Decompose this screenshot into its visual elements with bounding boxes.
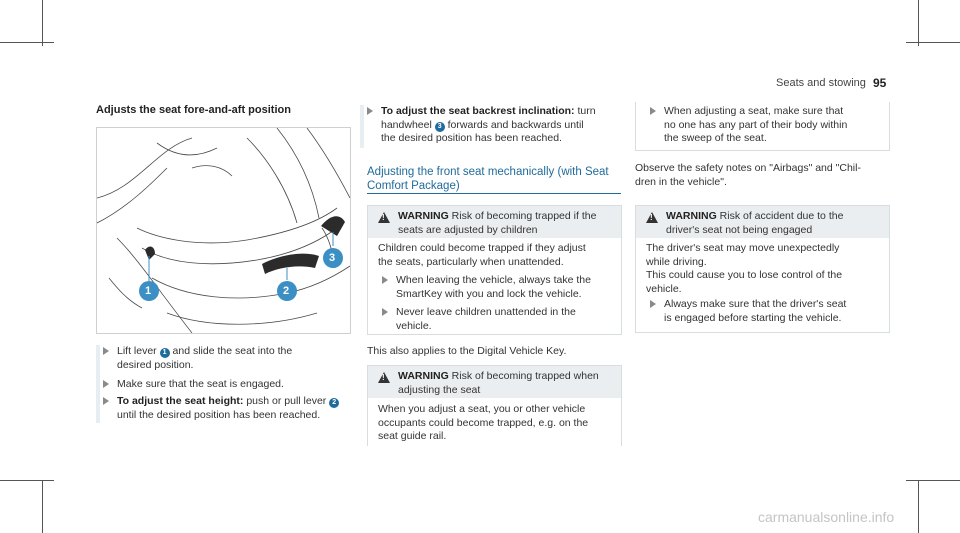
warning-label: WARNING	[398, 370, 449, 382]
running-header-section: Seats and stowing	[776, 77, 866, 89]
warning-body: When you adjust a seat, you or other veh…	[378, 403, 589, 442]
instruction-step: Lift lever 1 and slide the seat into the…	[103, 345, 343, 373]
crop-mark	[918, 480, 919, 533]
warning-header: WARNING Risk of becoming trapped when ad…	[368, 366, 621, 398]
warning-step: When leaving the vehicle, always take th…	[382, 274, 612, 302]
callout-1: 1	[145, 285, 152, 297]
callout-badge: 3	[434, 121, 445, 132]
instruction-sidebar	[360, 105, 364, 148]
subsection-rule	[367, 193, 621, 194]
page-number: 95	[873, 76, 887, 90]
warning-label: WARNING	[666, 210, 717, 222]
paragraph: Observe the safety notes on "Airbags" an…	[635, 162, 861, 188]
crop-mark	[906, 480, 960, 481]
callout-3: 3	[329, 252, 336, 264]
paragraph: This also applies to the Digital Vehicle…	[367, 345, 567, 357]
warning-triangle-icon	[646, 212, 658, 223]
warning-box-continued: When adjusting a seat, make sure that no…	[635, 102, 890, 151]
step-arrow-icon	[650, 107, 656, 115]
step-arrow-icon	[103, 380, 109, 388]
warning-label: WARNING	[398, 210, 449, 222]
warning-box: WARNING Risk of accident due to the driv…	[635, 205, 890, 333]
watermark-text: carmanualsonline.info	[758, 509, 895, 525]
callout-badge: 2	[329, 398, 340, 408]
warning-triangle-icon	[378, 212, 390, 223]
crop-mark	[0, 42, 54, 43]
crop-mark	[42, 0, 43, 46]
step-arrow-icon	[650, 300, 656, 308]
warning-box: WARNING Risk of becoming trapped when ad…	[367, 365, 622, 446]
subsection-title: Adjusting the front seat mechanically (w…	[367, 166, 609, 192]
warning-step: Never leave children unattended in the v…	[382, 306, 612, 334]
step-arrow-icon	[367, 107, 373, 115]
callout-badge: 1	[159, 348, 170, 358]
seat-illustration: 1 2 3	[96, 127, 351, 334]
callout-2: 2	[283, 285, 290, 297]
warning-header: WARNING Risk of accident due to the driv…	[636, 206, 889, 238]
crop-mark	[0, 480, 54, 481]
crop-mark	[918, 0, 919, 46]
instruction-step: To adjust the seat height: push or pull …	[103, 395, 343, 423]
instruction-sidebar	[96, 345, 100, 423]
step-arrow-icon	[103, 397, 109, 405]
warning-triangle-icon	[378, 372, 390, 383]
step-arrow-icon	[382, 276, 388, 284]
warning-body: The driver's seat may move unexpectedly …	[646, 242, 843, 295]
seat-drawing	[97, 128, 350, 333]
warning-header: WARNING Risk of becoming trapped if the …	[368, 206, 621, 238]
section-heading: Adjusts the seat fore-and-aft position	[96, 104, 291, 116]
crop-mark	[906, 42, 960, 43]
warning-step: When adjusting a seat, make sure that no…	[650, 105, 880, 147]
warning-body: Children could become trapped if they ad…	[378, 242, 586, 268]
instruction-step: Make sure that the seat is engaged.	[103, 378, 343, 392]
step-arrow-icon	[382, 308, 388, 316]
warning-box: WARNING Risk of becoming trapped if the …	[367, 205, 622, 335]
crop-mark	[42, 480, 43, 533]
warning-step: Always make sure that the driver's seat …	[650, 298, 880, 326]
instruction-step: To adjust the seat backrest inclination:…	[367, 105, 617, 148]
step-arrow-icon	[103, 347, 109, 355]
